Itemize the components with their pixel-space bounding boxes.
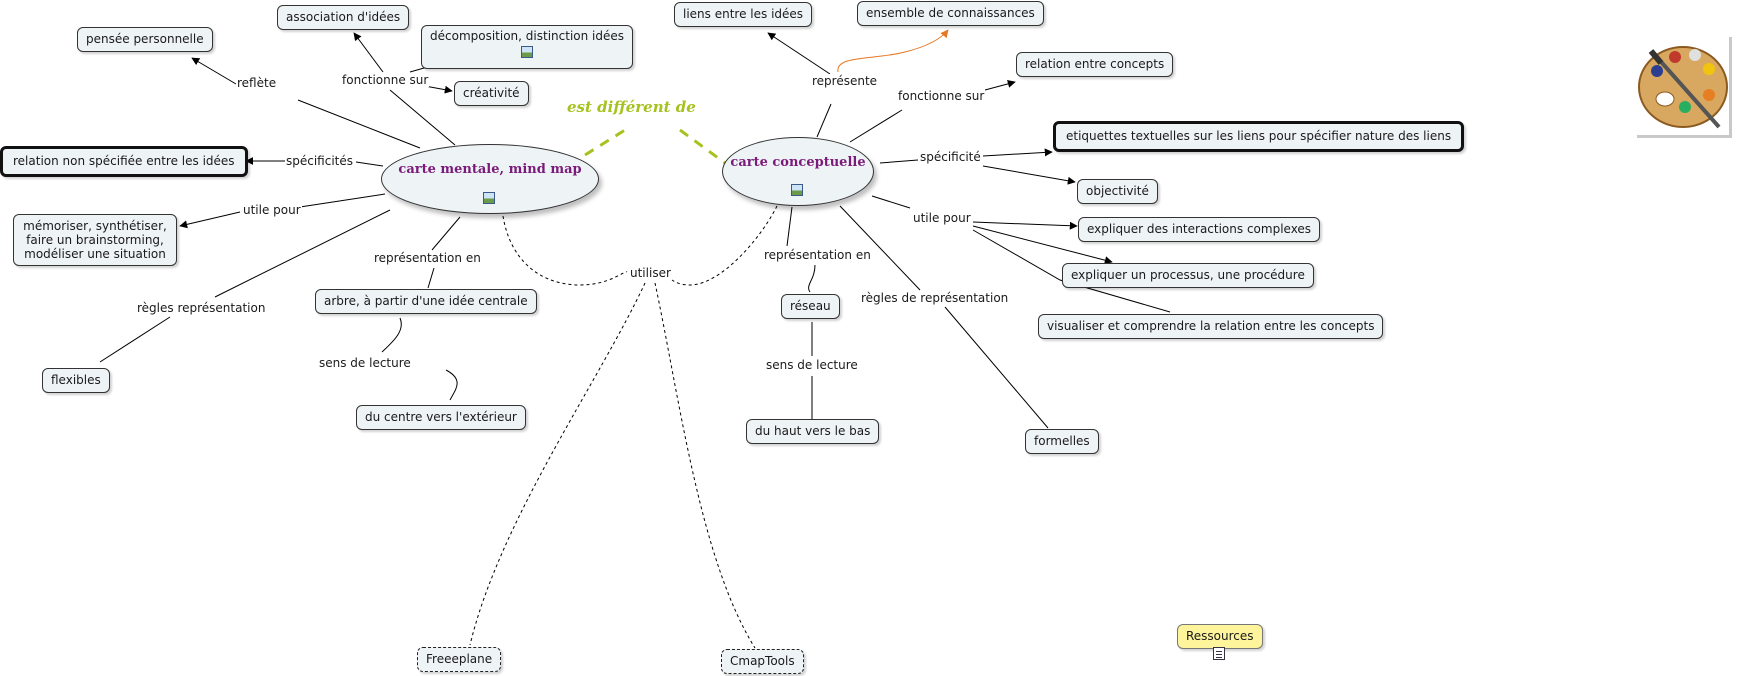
node-haut-bas[interactable]: du haut vers le bas [746,419,880,444]
concept-map-title: carte conceptuelle [730,155,866,170]
concept-map-node[interactable]: carte conceptuelle [722,137,874,206]
node-flexibles[interactable]: flexibles [42,368,110,393]
mind-map-node[interactable]: carte mentale, mind map [381,144,599,214]
link-label-representation-cc: représentation en [763,248,872,262]
node-liens[interactable]: liens entre les idées [674,2,813,27]
node-arbre[interactable]: arbre, à partir d'une idée centrale [315,289,537,314]
link-label-representation: représentation en [373,251,482,265]
node-pensee[interactable]: pensée personnelle [77,27,213,52]
node-relation-concepts[interactable]: relation entre concepts [1016,52,1174,77]
node-freeplane[interactable]: Freeeplane [417,647,502,672]
node-centre[interactable]: du centre vers l'extérieur [356,405,526,430]
node-memoriser[interactable]: mémoriser, synthétiser, faire un brainst… [13,214,177,266]
image-icon[interactable] [483,192,495,204]
node-ensemble[interactable]: ensemble de connaissances [857,1,1044,26]
node-decomposition[interactable]: décomposition, distinction idées [421,25,634,69]
node-relation-non[interactable]: relation non spécifiée entre les idées [0,146,248,177]
mind-map-title: carte mentale, mind map [398,162,582,177]
link-label-sens: sens de lecture [318,356,412,370]
link-label-specificites: spécificités [285,154,355,168]
link-label-fonctionne: fonctionne sur [341,73,430,87]
node-processus[interactable]: expliquer un processus, une procédure [1062,263,1314,288]
node-objectivite[interactable]: objectivité [1077,179,1158,204]
link-label-fonctionne-cc: fonctionne sur [897,89,986,103]
paint-palette-icon[interactable] [1637,37,1732,138]
node-decomposition-label: décomposition, distinction idées [430,29,625,43]
link-label-regles: règles représentation [136,301,267,315]
link-label-utile-cc: utile pour [912,211,972,225]
link-label-represente: représente [811,74,879,88]
link-label-sens-cc: sens de lecture [765,358,859,372]
node-etiquettes[interactable]: etiquettes textuelles sur les liens pour… [1053,121,1465,152]
node-interactions[interactable]: expliquer des interactions complexes [1078,217,1321,242]
link-label-specificite: spécificité [919,150,982,164]
main-relation-label: est différent de [567,98,696,116]
link-label-regles-cc: règles de représentation [860,291,1010,305]
node-reseau[interactable]: réseau [781,294,840,319]
paint-palette-graphic [1638,46,1728,129]
main-link-right [679,128,726,165]
link-label-utile: utile pour [242,203,302,217]
resources-node[interactable]: Ressources [1177,624,1263,649]
node-creativite[interactable]: créativité [454,81,529,106]
document-icon[interactable] [1213,647,1225,660]
image-icon[interactable] [791,184,803,196]
link-label-reflete: reflète [236,76,278,90]
node-cmaptools[interactable]: CmapTools [721,649,804,674]
main-link-left [584,128,626,157]
node-visualiser[interactable]: visualiser et comprendre la relation ent… [1038,314,1384,339]
node-association[interactable]: association d'idées [277,5,410,30]
image-icon[interactable] [521,45,533,58]
link-label-utiliser: utiliser [629,266,672,280]
node-formelles[interactable]: formelles [1025,429,1099,454]
